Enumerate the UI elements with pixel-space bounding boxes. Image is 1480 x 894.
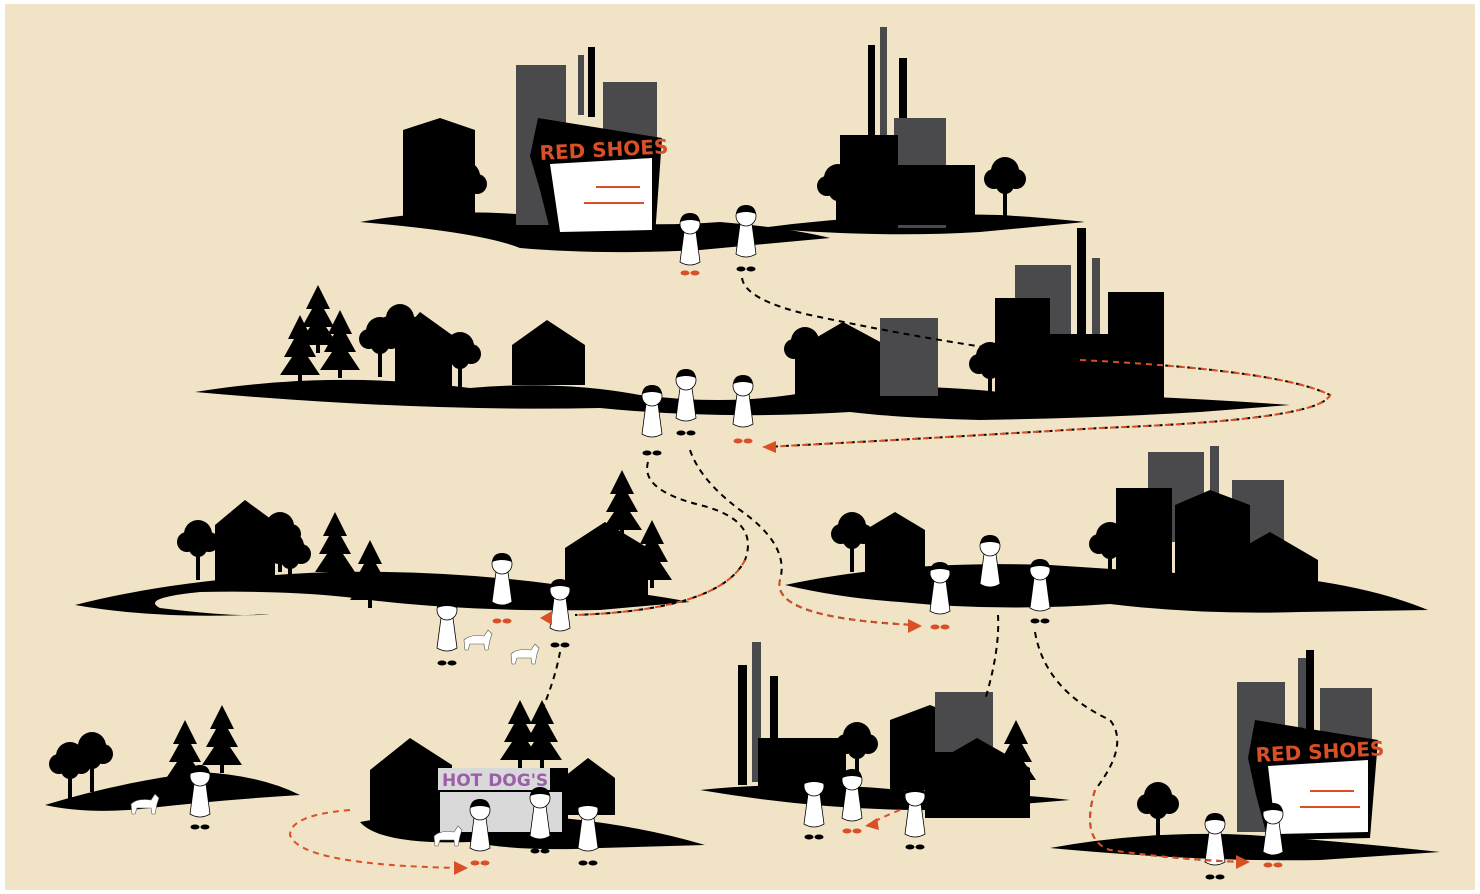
- red-shoes-store-top: RED SHOES: [530, 118, 669, 238]
- hot-dogs-sign: HOT DOG'S: [442, 771, 548, 791]
